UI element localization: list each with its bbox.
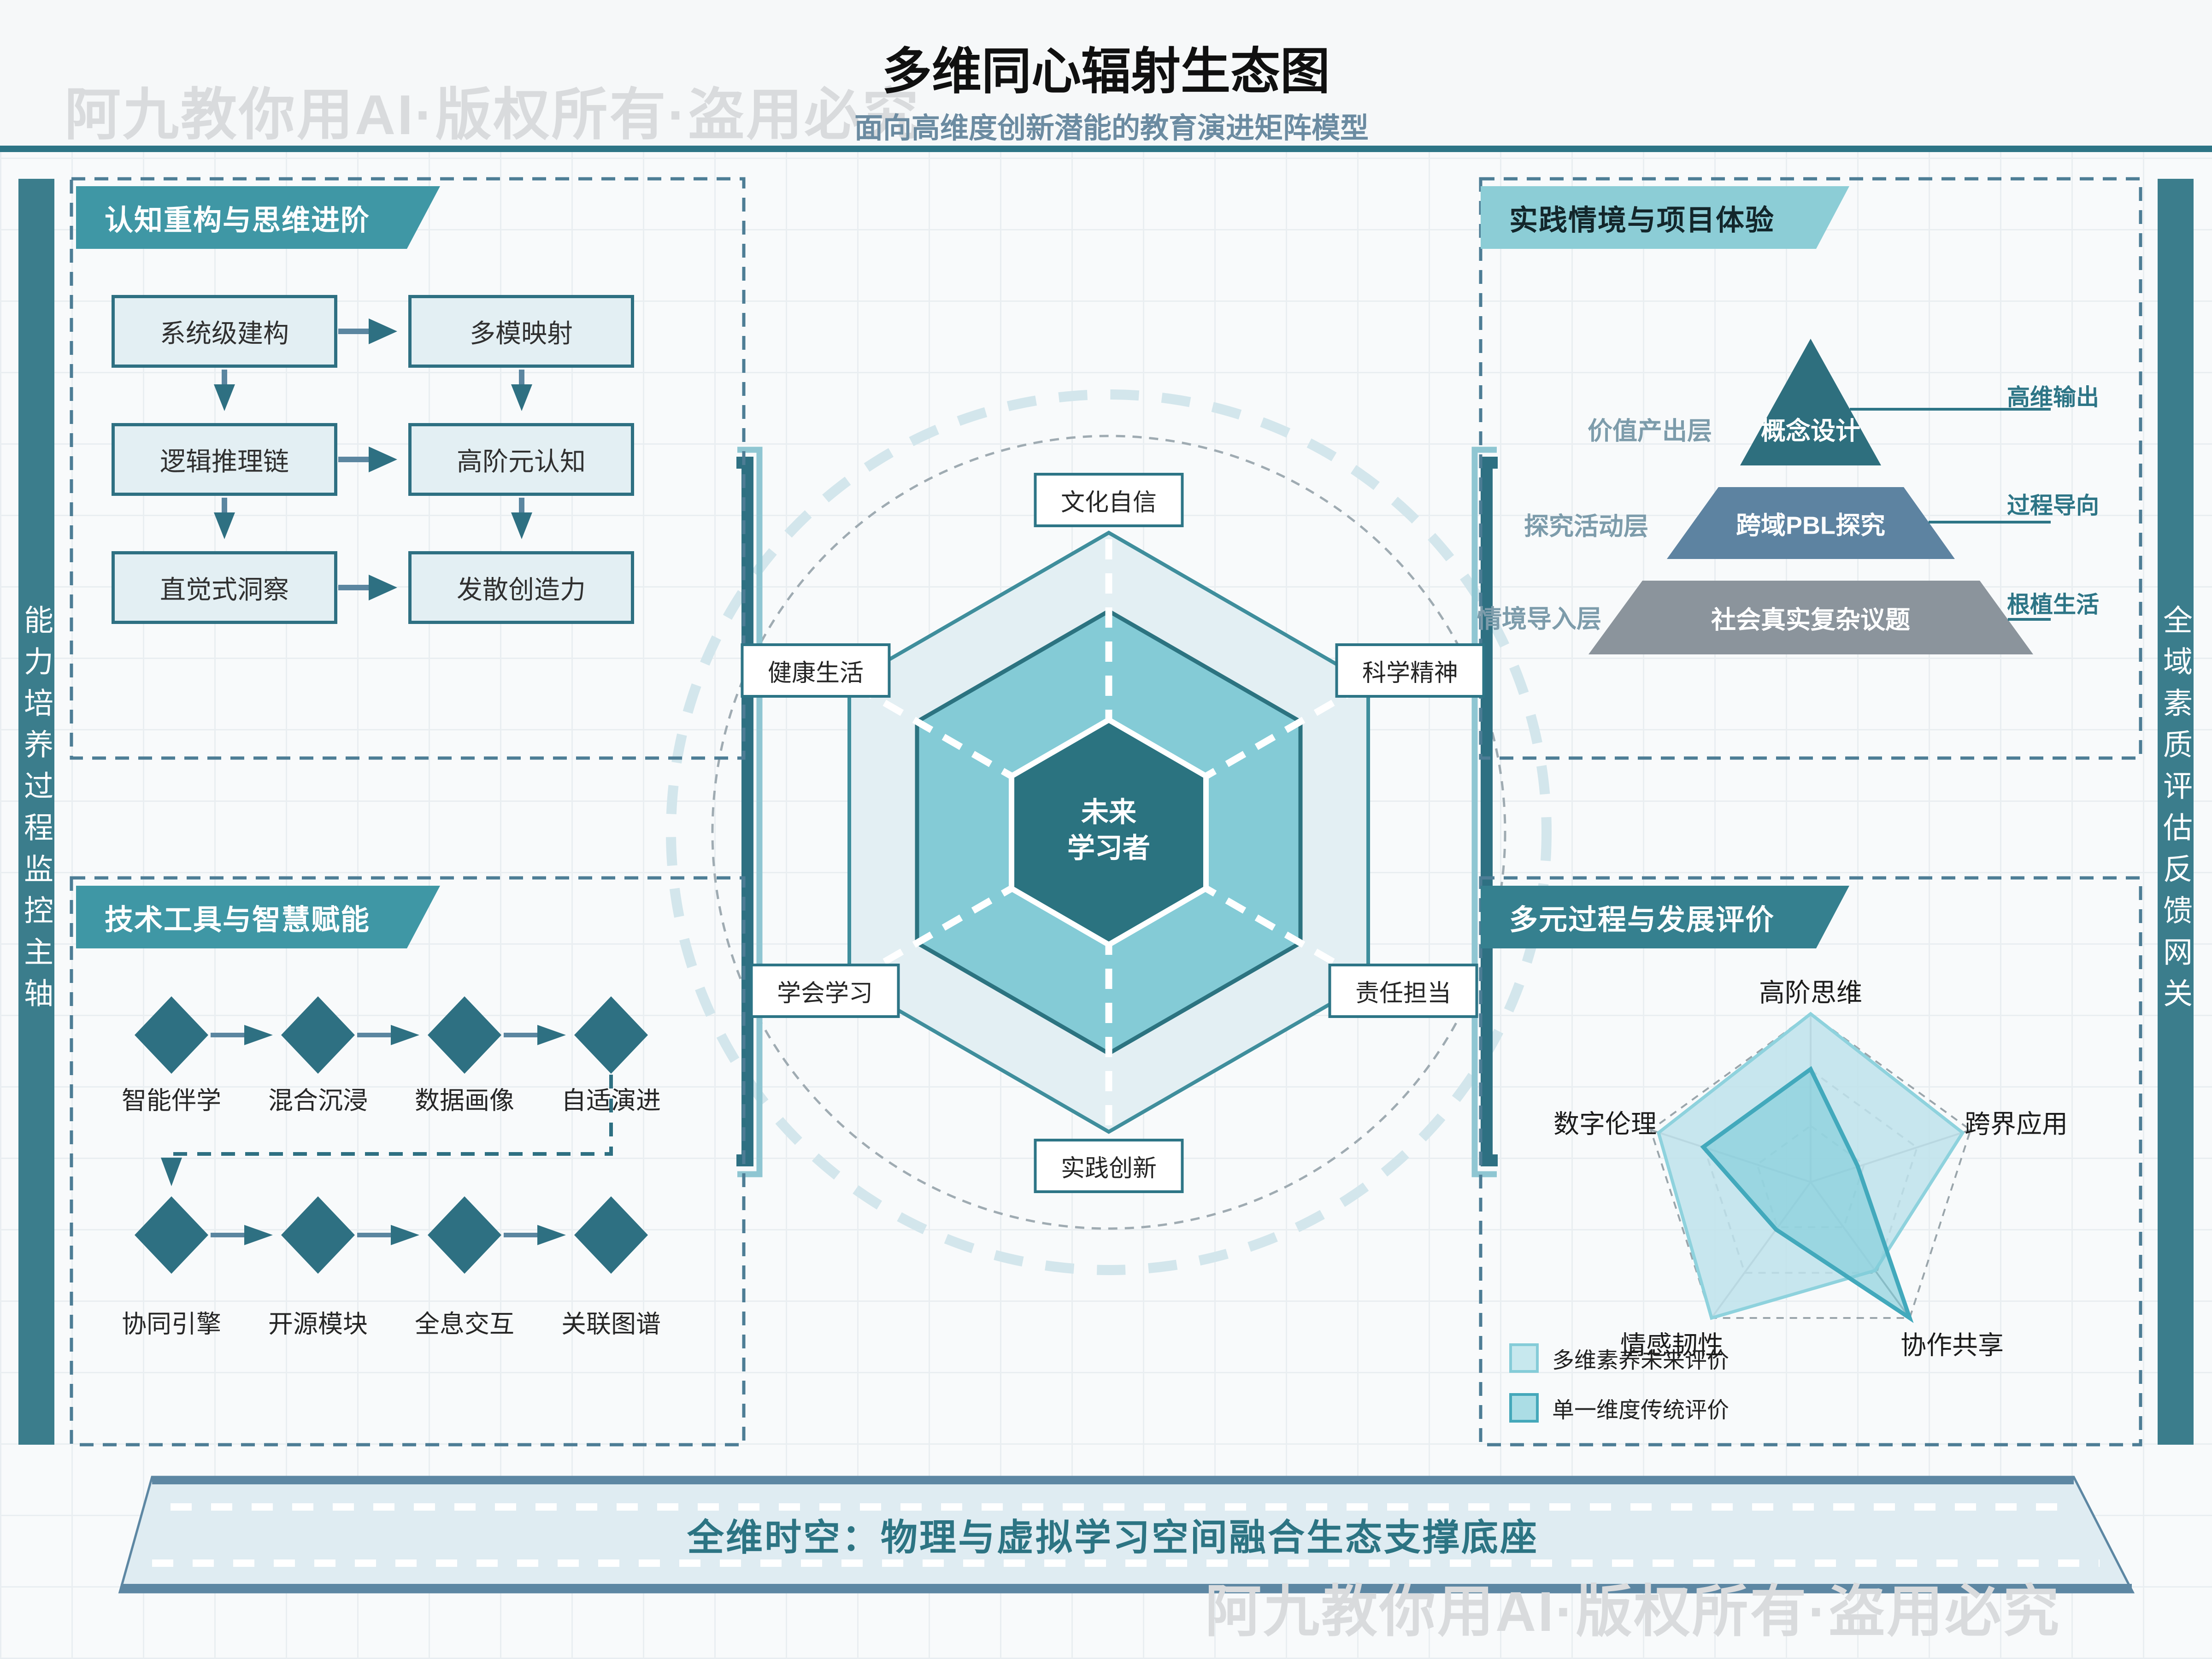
pyramid-layer-label: 概念设计: [1761, 417, 1860, 445]
panel-technology-border: [70, 876, 746, 1447]
pyramid-right-label: 过程导向: [2007, 493, 2099, 518]
diamond-label: 全息交互: [415, 1310, 514, 1338]
left-bracket-dark: [736, 457, 753, 1166]
diamond-label: 协同引擎: [122, 1310, 221, 1338]
watermark-bottom: 阿九教你用AI·版权所有·盗用必究: [1205, 1580, 2061, 1643]
hexagon-inner: [1009, 717, 1209, 948]
outer-dashed-circle: [666, 389, 1552, 1275]
radar-axis-label: 高阶思维: [1759, 978, 1862, 1007]
dimension-box: 文化自信: [1034, 473, 1184, 527]
legend-swatch-future: [1509, 1343, 1539, 1373]
right-bracket-dark: [1481, 457, 1498, 1166]
legend-label-traditional: 单一维度传统评价: [1552, 1398, 1730, 1423]
dimension-box: 责任担当: [1328, 964, 1478, 1018]
diamond-label: 数据画像: [415, 1087, 514, 1115]
banner-technology: 技术工具与智慧赋能: [76, 886, 440, 948]
pyramid-middle: [1667, 487, 1955, 559]
page-title: 多维同心辐射生态图: [882, 43, 1330, 99]
banner-practice: 实践情境与项目体验: [1481, 186, 1849, 249]
legend-swatch-traditional: [1509, 1393, 1539, 1423]
flow-box: 发散创造力: [408, 551, 634, 624]
dimension-box: 学会学习: [750, 964, 900, 1018]
flow-box: 逻辑推理链: [112, 423, 337, 496]
header-strip: [0, 0, 2212, 146]
right-bracket-light: [1471, 447, 1497, 1177]
pyramid-left-label: 价值产出层: [1588, 417, 1712, 445]
diamond-label: 关联图谱: [561, 1310, 661, 1338]
pyramid-left-label: 探究活动层: [1524, 512, 1648, 541]
pyramid-top: [1740, 339, 1881, 465]
watermark-top: 阿九教你用AI·版权所有·盗用必究: [65, 83, 921, 146]
radar-chart: [1509, 1012, 1972, 1423]
core-label: 未来 学习者: [1067, 797, 1150, 864]
banner-evaluation: 多元过程与发展评价: [1481, 886, 1849, 948]
dimension-box: 健康生活: [741, 643, 891, 698]
pyramid-left-label: 情境导入层: [1477, 605, 1601, 633]
radar-series-traditional: [1700, 1066, 1914, 1324]
sidebar-right: 全域素质评估反馈网关: [2158, 179, 2194, 1445]
pyramid-layer-label: 社会真实复杂议题: [1711, 606, 1910, 634]
diamond-label: 混合沉浸: [268, 1087, 368, 1115]
dimension-box: 实践创新: [1034, 1139, 1184, 1193]
bottom-base-label: 全维时空：物理与虚拟学习空间融合生态支撑底座: [687, 1517, 1539, 1558]
legend-label-future: 多维素养未来评价: [1552, 1348, 1730, 1373]
sidebar-left-label: 能力培养过程监控主轴: [20, 604, 53, 1019]
pyramid-right-label: 根植生活: [2007, 592, 2099, 618]
radar-axis-label: 协作共享: [1900, 1330, 2004, 1360]
cognition-arrows: [214, 318, 532, 600]
page-subtitle: 面向高维度创新潜能的教育演进矩阵模型: [854, 112, 1369, 144]
diamond-label: 开源模块: [268, 1310, 368, 1338]
header-divider: [0, 146, 2212, 152]
banner-practice-label: 实践情境与项目体验: [1509, 205, 1775, 236]
radar-axis-label: 跨界应用: [1965, 1109, 2068, 1139]
banner-cognition-label: 认知重构与思维进阶: [105, 205, 371, 236]
technology-diamonds: [135, 996, 648, 1274]
pyramid-layer-label: 跨域PBL探究: [1736, 512, 1885, 540]
flow-box: 高阶元认知: [408, 423, 634, 496]
banner-cognition: 认知重构与思维进阶: [76, 186, 440, 249]
sidebar-left: 能力培养过程监控主轴: [18, 179, 54, 1445]
pyramid-right-label: 高维输出: [2007, 384, 2099, 410]
flow-box: 系统级建构: [112, 295, 337, 368]
radar-axis-label: 情感韧性: [1620, 1330, 1724, 1360]
pyramid-callout-lines: [1850, 408, 2051, 621]
banner-technology-label: 技术工具与智慧赋能: [105, 904, 371, 936]
banner-evaluation-label: 多元过程与发展评价: [1509, 904, 1775, 936]
technology-arrows: [161, 1025, 613, 1245]
dimension-box: 科学精神: [1335, 643, 1485, 698]
sidebar-right-label: 全域素质评估反馈网关: [2159, 604, 2192, 1019]
diamond-label: 智能伴学: [122, 1087, 221, 1115]
bottom-base: [118, 1476, 2135, 1594]
panel-cognition-border: [70, 177, 746, 760]
inner-dashed-circle: [711, 435, 1506, 1230]
flow-box: 直觉式洞察: [112, 551, 337, 624]
radar-axis-label: 数字伦理: [1553, 1109, 1657, 1139]
flow-box: 多模映射: [408, 295, 634, 368]
diamond-label: 自适演进: [561, 1087, 661, 1115]
panel-practice-border: [1479, 177, 2142, 760]
pyramid-bottom: [1588, 581, 2033, 654]
panel-evaluation-border: [1479, 876, 2142, 1447]
left-bracket-light: [737, 447, 763, 1177]
